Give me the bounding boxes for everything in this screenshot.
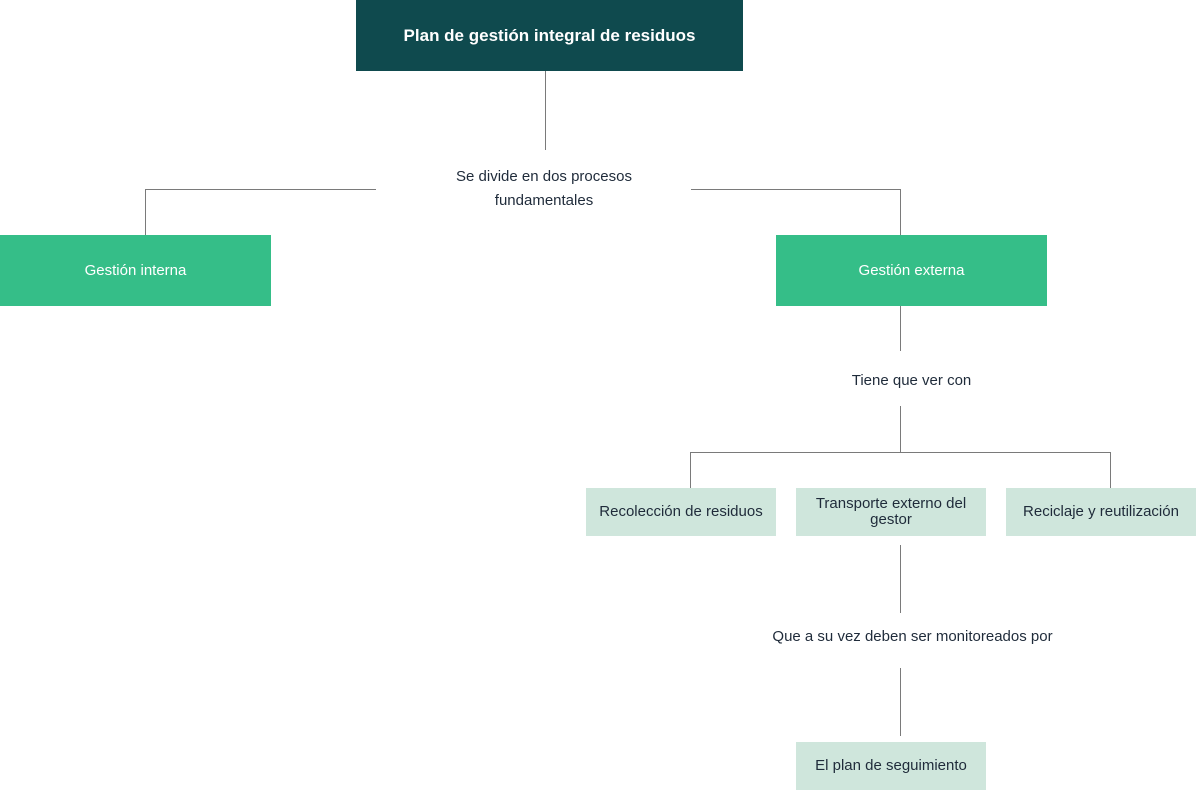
connector-left-horizontal	[145, 189, 376, 190]
leaf-node-transporte-label: Transporte externo del gestor	[815, 495, 967, 528]
leaf-node-recoleccion-label: Recolección de residuos	[599, 503, 763, 520]
branch-node-internal: Gestión interna	[0, 235, 271, 306]
connector-label-relates: Tiene que ver con	[800, 369, 1023, 393]
leaf-node-recoleccion: Recolección de residuos	[586, 488, 776, 536]
connector-label-divide-text: Se divide en dos procesos fundamentales	[456, 168, 632, 209]
final-node-seguimiento-label: El plan de seguimiento	[815, 757, 967, 774]
connector-right-horizontal	[691, 189, 901, 190]
connector-item-1-down	[690, 452, 691, 488]
leaf-node-transporte: Transporte externo del gestor	[796, 488, 986, 536]
connector-label-divide: Se divide en dos procesos fundamentales	[430, 165, 658, 213]
connector-label-monitor: Que a su vez deben ser monitoreados por	[740, 625, 1085, 649]
branch-node-internal-label: Gestión interna	[84, 262, 187, 279]
connector-transporte-down	[900, 545, 901, 613]
connector-root-down	[545, 71, 546, 150]
connector-right-down	[900, 189, 901, 235]
root-node-label: Plan de gestión integral de residuos	[403, 25, 696, 45]
branch-node-external: Gestión externa	[776, 235, 1047, 306]
final-node-seguimiento: El plan de seguimiento	[796, 742, 986, 790]
connector-external-down	[900, 306, 901, 351]
leaf-node-reciclaje-label: Reciclaje y reutilización	[1023, 503, 1179, 520]
connector-label-monitor-text: Que a su vez deben ser monitoreados por	[772, 628, 1053, 645]
leaf-node-reciclaje: Reciclaje y reutilización	[1006, 488, 1196, 536]
root-node: Plan de gestión integral de residuos	[356, 0, 743, 71]
connector-monitor-down	[900, 668, 901, 736]
connector-relates-down	[900, 406, 901, 453]
connector-items-horizontal	[690, 452, 1111, 453]
connector-label-relates-text: Tiene que ver con	[851, 372, 972, 389]
branch-node-external-label: Gestión externa	[858, 262, 965, 279]
connector-item-3-down	[1110, 452, 1111, 488]
connector-left-down	[145, 189, 146, 235]
